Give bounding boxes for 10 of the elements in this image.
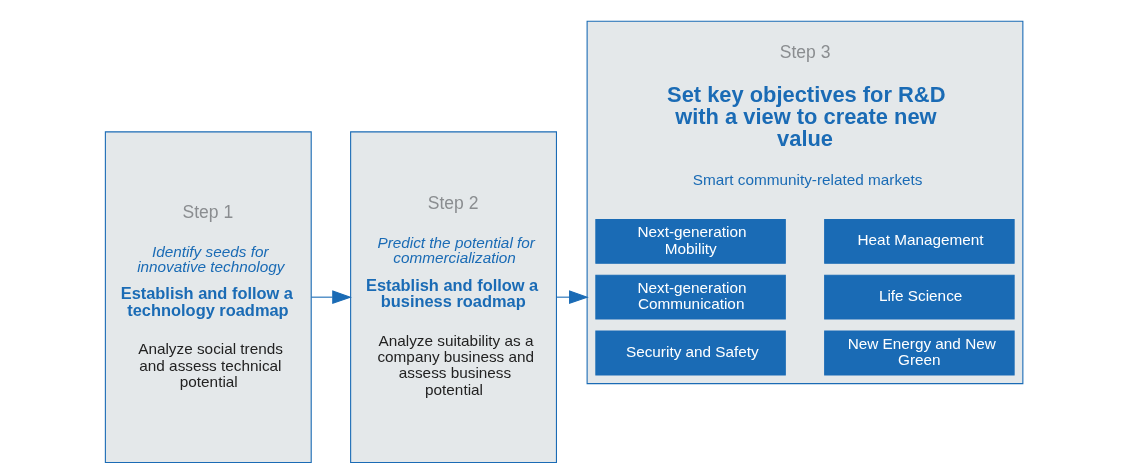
node-box: New Energy and New Green (824, 330, 1015, 376)
node-box: Next-generation Communication (595, 274, 786, 320)
node-box: Next-generation Mobility (595, 218, 786, 264)
node-box: Step 2 Predict the potential for commercialization Establish and follow a business roadmap Analyze suitability as a company business and assess business potential (350, 131, 557, 464)
node-box: Step 1 Identify seeds for innovative technology Establish and follow a technology roadmap Analyze social trends and assess technical potential (104, 131, 312, 464)
arrow (556, 290, 589, 305)
node-box: Security and Safety (595, 330, 786, 376)
arrow (310, 290, 352, 305)
node-box: Heat Management (824, 218, 1015, 264)
node-box: Life Science (824, 274, 1015, 320)
